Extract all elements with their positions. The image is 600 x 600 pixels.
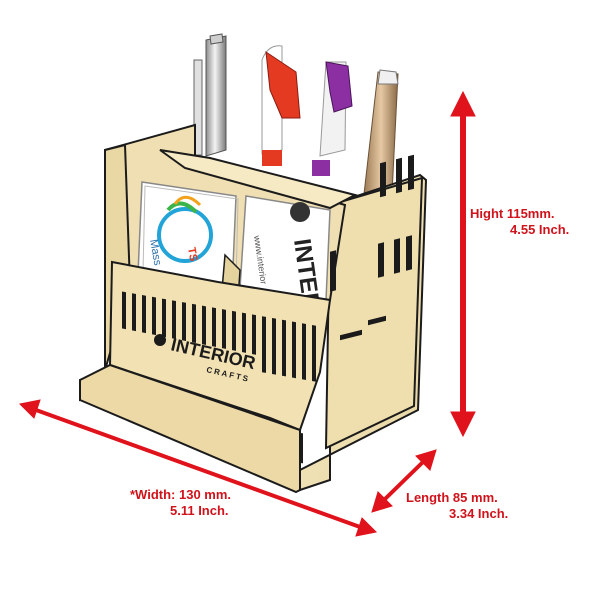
card-stack-back: Mass TS: [137, 181, 239, 291]
holder-base-front: [79, 363, 301, 494]
length-arrow: [371, 449, 437, 513]
width-label-inch: 5.11 Inch.: [170, 503, 229, 518]
width-label-mm: *Width: 130 mm.: [130, 487, 232, 502]
pen-silver: [193, 33, 227, 157]
height-label-inch: 4.55 Inch.: [510, 222, 570, 237]
pen-purple: [312, 61, 353, 176]
back-card-logo: TS: [185, 246, 199, 262]
holder-top-shelf: [159, 149, 358, 210]
width-arrow: [18, 399, 378, 537]
pen-red: [261, 45, 301, 166]
length-label-mm: Length 85 mm.: [406, 490, 498, 505]
height-arrow: [450, 90, 476, 438]
brand-logo-icon: [154, 334, 166, 346]
right-panel-slots: [330, 154, 414, 341]
back-card-text: Mass: [147, 238, 163, 266]
pen-gold: [363, 69, 399, 195]
length-label: Length 85 mm. 3.34 Inch.: [406, 490, 508, 522]
height-label-mm: Hight 115mm.: [470, 206, 555, 221]
height-label: Hight 115mm. 4.55 Inch.: [470, 206, 569, 238]
length-label-inch: 3.34 Inch.: [449, 506, 509, 521]
holder-front-grille: INTERIOR CRAFTS: [108, 260, 332, 464]
width-label: *Width: 130 mm. 5.11 Inch.: [130, 487, 231, 519]
